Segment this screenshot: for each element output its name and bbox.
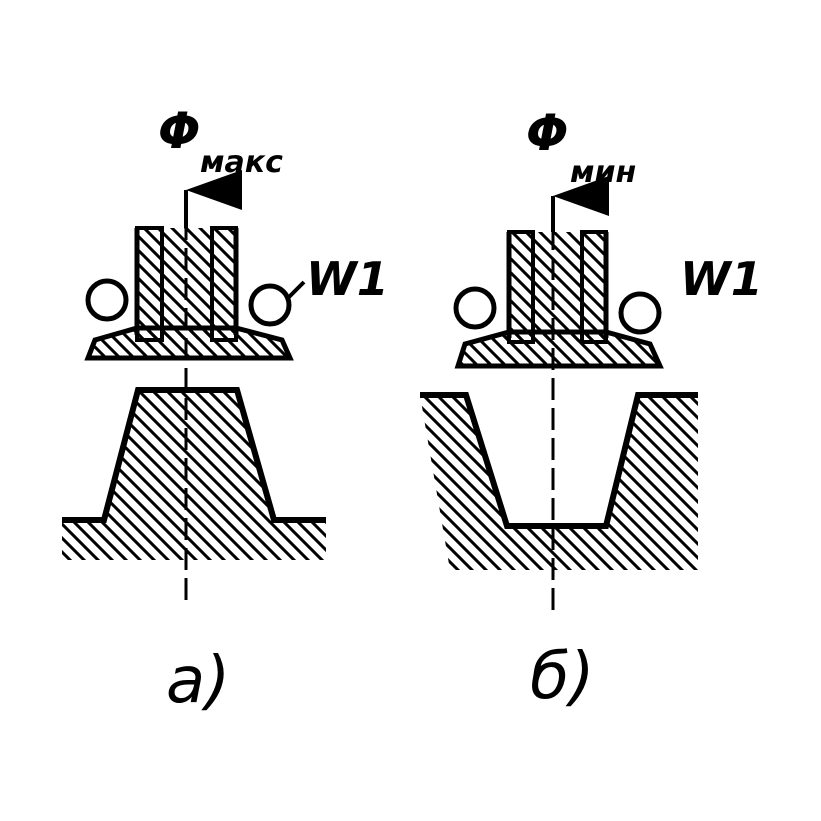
panel-b: Φ мин W1 б) (420, 104, 763, 714)
coil-label-b: W1 (680, 252, 763, 306)
coil-turn-left-b (453, 286, 497, 330)
pole-flange-a (84, 325, 294, 361)
flux-symbol-a: Φ (158, 102, 201, 160)
core-right-leg-a (210, 226, 238, 342)
core-center-b (533, 232, 582, 342)
coil-label-a: W1 (306, 252, 389, 306)
slot-recess-b (420, 395, 698, 570)
pole-flange-b (454, 329, 664, 369)
caption-a: a) (166, 644, 230, 718)
flux-symbol-b: Φ (526, 104, 569, 162)
core-left-leg-a (135, 226, 164, 342)
coil-turn-left-a (85, 278, 129, 322)
coil-turn-right-b (618, 291, 662, 335)
coil-leader-a (286, 280, 306, 300)
flux-subscript-a: макс (200, 145, 283, 180)
flux-subscript-b: мин (570, 155, 636, 190)
panel-a: Φ макс W1 a) (62, 102, 389, 718)
coil-turn-right-a (248, 283, 292, 327)
tooth-raised-a (62, 390, 326, 560)
core-right-leg-b (580, 230, 608, 344)
core-left-leg-b (507, 230, 535, 344)
caption-b: б) (530, 640, 594, 714)
